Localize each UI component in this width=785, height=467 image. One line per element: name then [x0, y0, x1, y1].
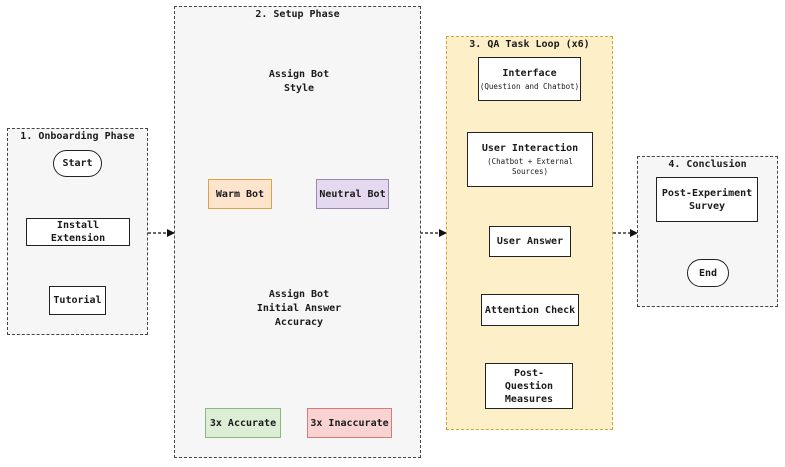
end-node: End [687, 259, 729, 287]
attention-check-label: Attention Check [484, 304, 576, 316]
tutorial-label: Tutorial [53, 295, 102, 306]
setup-phase-title: 2. Setup Phase [255, 9, 340, 20]
inaccurate-label: 3x Inaccurate [310, 417, 389, 429]
attention-check-node: Attention Check [481, 294, 579, 326]
post-question-label: Post-Question Measures [504, 367, 554, 405]
user-interaction-node: User Interaction (Chatbot + External Sou… [467, 132, 593, 187]
start-label: Start [62, 158, 93, 169]
assign-accuracy-label: Assign Bot Initial Answer Accuracy [256, 289, 342, 328]
qa-phase-title: 3. QA Task Loop (x6) [469, 39, 590, 50]
install-extension-node: Install Extension [26, 218, 130, 246]
inaccurate-node: 3x Inaccurate [307, 408, 392, 438]
start-node: Start [53, 150, 102, 177]
end-label: End [698, 267, 718, 279]
setup-phase: 2. Setup Phase [174, 6, 421, 458]
post-experiment-survey-label: Post-Experiment Survey [661, 187, 753, 212]
conclusion-phase-title: 4. Conclusion [668, 159, 747, 170]
accurate-node: 3x Accurate [205, 408, 281, 438]
assign-style-label: Assign Bot Style [268, 69, 330, 94]
onboarding-phase-title: 1. Onboarding Phase [20, 131, 135, 142]
warm-bot-label: Warm Bot [215, 188, 265, 200]
interface-title: Interface [502, 67, 557, 79]
accurate-label: 3x Accurate [209, 417, 277, 429]
post-experiment-survey-node: Post-Experiment Survey [656, 177, 758, 222]
user-answer-node: User Answer [489, 226, 571, 257]
user-interaction-title: User Interaction [481, 143, 579, 154]
warm-bot-node: Warm Bot [208, 179, 272, 209]
neutral-bot-label: Neutral Bot [319, 188, 386, 200]
install-extension-label: Install Extension [50, 220, 106, 244]
post-question-node: Post-Question Measures [485, 363, 573, 409]
user-interaction-subtitle: (Chatbot + External Sources) [487, 157, 573, 176]
tutorial-node: Tutorial [49, 286, 106, 315]
neutral-bot-node: Neutral Bot [316, 179, 389, 209]
interface-node: Interface (Question and Chatbot) [478, 57, 581, 101]
interface-subtitle: (Question and Chatbot) [479, 81, 580, 91]
user-answer-label: User Answer [496, 236, 564, 247]
